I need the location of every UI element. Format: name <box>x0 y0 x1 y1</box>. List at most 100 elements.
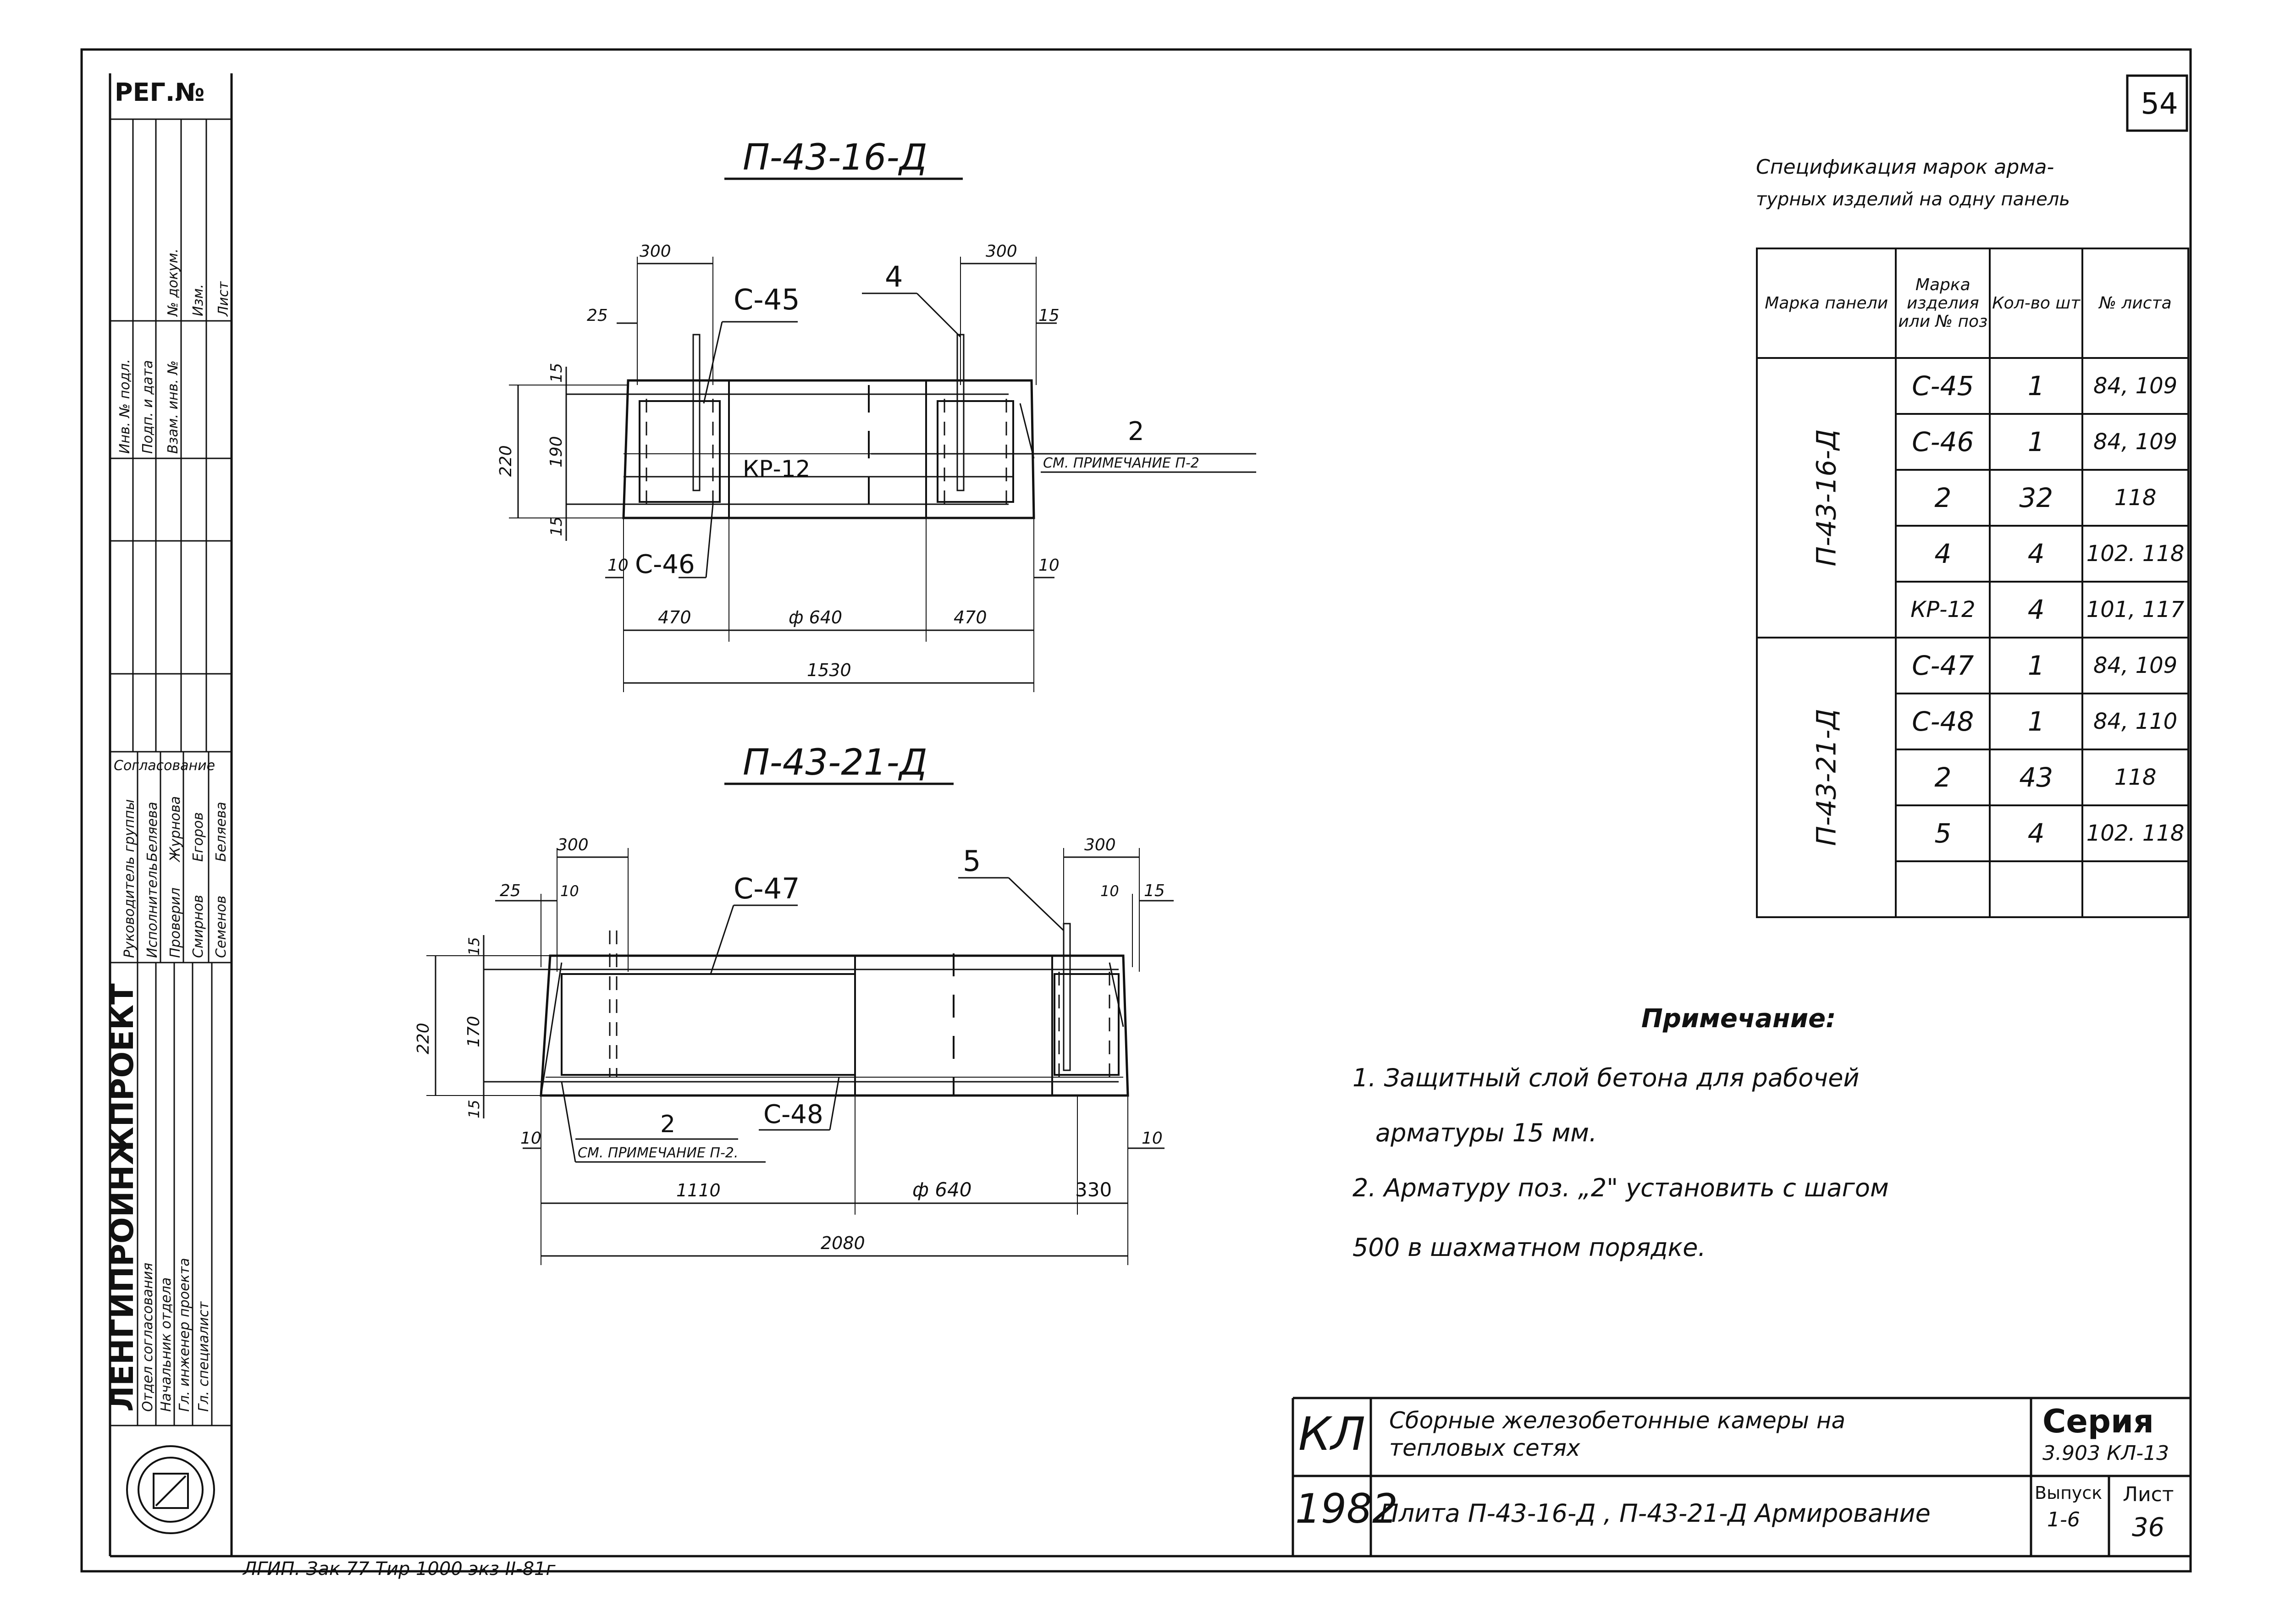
spec-header-panel: Марка панели <box>1755 248 1897 359</box>
spec-cell-sheet: 118 <box>2081 469 2189 527</box>
dim2-10d: 10 <box>1142 1129 1163 1148</box>
spec-title-line1: Спецификация марок арма- <box>1756 155 2054 179</box>
dim2-10c: 10 <box>520 1129 541 1148</box>
strip-row-2: Гл. инженер проекта <box>177 1258 193 1412</box>
drawing-2-text: П-43-21-Д С-47 5 С-48 2 СМ. ПРИМЕЧАНИЕ П… <box>414 742 1165 1253</box>
spec-cell-sheet: 118 <box>2081 749 2189 806</box>
strip-name-3: Беляева <box>213 802 229 862</box>
notes-line-1: 1. Защитный слой бетона для рабочей <box>1352 1063 1860 1092</box>
spec-cell-mark: 4 <box>1895 525 1991 583</box>
spec-row: П-43-16-Д С-45 1 84, 109 <box>1755 357 2189 639</box>
dim2-h170: 170 <box>464 1016 483 1047</box>
dim-h15b: 15 <box>547 517 566 536</box>
spec-cell-qty <box>1989 860 2084 918</box>
notes-line-3: 2. Арматуру поз. „2" установить с шагом <box>1352 1173 1889 1202</box>
spec-row: П-43-21-Д С-47 1 84, 109 <box>1755 637 2189 918</box>
sheet-number: 54 <box>2141 87 2178 121</box>
spec-cell-qty: 1 <box>1989 413 2084 471</box>
dim-300a: 300 <box>640 242 671 261</box>
spec-cell-mark: С-46 <box>1895 413 1991 471</box>
dim2-300a: 300 <box>557 836 589 854</box>
title-block-line2: тепловых сетях <box>1389 1435 1580 1461</box>
spec-cell-qty: 1 <box>1989 637 2084 694</box>
spec-panel-1: П-43-16-Д <box>1755 357 1897 639</box>
label-c48: С-48 <box>763 1100 823 1129</box>
title-block-year: 1982 <box>1295 1485 1398 1532</box>
spec-cell-sheet: 84, 109 <box>2081 637 2189 694</box>
dim2-15: 15 <box>1144 881 1165 900</box>
label-pos5: 5 <box>963 844 981 878</box>
mesh-c47 <box>561 973 856 1076</box>
title-block-code: КЛ <box>1298 1407 1366 1461</box>
spec-cell-sheet: 84, 110 <box>2081 693 2189 750</box>
spec-row: КР-12 4 101, 117 <box>1757 581 2189 639</box>
dim-h190: 190 <box>547 436 566 468</box>
spec-row <box>1757 860 2189 918</box>
spec-cell-mark: С-47 <box>1895 637 1991 694</box>
spec-cell-sheet: 102. 118 <box>2081 804 2189 862</box>
strip-row-1: Начальник отдела <box>158 1277 174 1412</box>
dim2-h15a: 15 <box>465 937 483 956</box>
title-block-lines <box>1292 74 2191 1556</box>
top-col-2: Взам. инв. № <box>165 360 181 454</box>
spec-row: С-48 1 84, 110 <box>1757 693 2189 750</box>
dim2-10a: 10 <box>560 882 579 900</box>
spec-cell-qty: 1 <box>1989 357 2084 415</box>
spec-cell-mark: 2 <box>1895 749 1991 806</box>
mesh-c45 <box>639 400 721 503</box>
series-label: Серия <box>2042 1403 2154 1440</box>
left-strip-text: ЛЕНГИПРОИНЖПРОЕКТ Согласование Отдел сог… <box>105 248 232 1412</box>
spec-row: 2 32 118 <box>1757 469 2189 527</box>
dim2-25: 25 <box>500 881 521 900</box>
top-col-0: Инв. № подл. <box>117 359 133 454</box>
spec-header-qty: Кол-во шт <box>1989 248 2084 359</box>
strip-row-3: Гл. специалист <box>196 1301 212 1412</box>
dim2-total: 2080 <box>821 1233 865 1253</box>
issue-label: Выпуск <box>2035 1483 2103 1503</box>
spec-cell-sheet: 102. 118 <box>2081 525 2189 583</box>
strip-name-1: Семенов <box>213 896 229 958</box>
title-block-line1: Сборные железобетонные камеры на <box>1389 1407 1846 1434</box>
dim-470a: 470 <box>658 607 691 628</box>
reg-stamp: РЕГ.№ <box>115 78 205 107</box>
spec-table: Марка панели Марка изделия или № поз Кол… <box>1755 248 2189 918</box>
dim2-dia: ф 640 <box>912 1178 971 1201</box>
dim-total: 1530 <box>807 660 851 680</box>
spec-cell-qty: 1 <box>1989 693 2084 750</box>
top-col-1: Подп. и дата <box>140 360 156 454</box>
dim2-330: 330 <box>1075 1178 1112 1201</box>
title-block-line3: Плита П-43-16-Д , П-43-21-Д Армирование <box>1380 1499 1931 1528</box>
strip-row-5: Исполнитель <box>144 863 160 958</box>
drawing-1-title: П-43-16-Д <box>743 137 927 178</box>
top-col-5: № докум. <box>165 248 181 317</box>
spec-cell-mark: 2 <box>1895 469 1991 527</box>
mesh-right-2 <box>1054 973 1120 1076</box>
spec-panel-1-label: П-43-16-Д <box>1810 429 1842 567</box>
strip-name-5: Беляева <box>144 802 160 862</box>
strip-name-2: Егоров <box>190 812 206 862</box>
dim-h220: 220 <box>497 445 515 477</box>
outer-frame <box>80 48 2192 1573</box>
sheet-value: 36 <box>2132 1513 2165 1542</box>
top-col-3: Изм. <box>190 284 206 316</box>
label-c45: С-45 <box>734 283 800 316</box>
notes-line-4: 500 в шахматном порядке. <box>1352 1233 1706 1262</box>
print-footer: ЛГИП. Зак 77 Тир 1000 экз II-81г <box>243 1558 556 1580</box>
strip-row-0: Отдел согласования <box>140 1263 156 1412</box>
spec-header-mark: Марка изделия или № поз <box>1895 248 1991 359</box>
strip-name-4: Журнова <box>167 796 183 863</box>
org-emblem <box>126 1445 215 1534</box>
drawing-2 <box>426 782 1174 1265</box>
series-value: 3.903 КЛ-13 <box>2042 1442 2169 1465</box>
spec-cell-mark: КР-12 <box>1895 581 1991 639</box>
spec-cell-qty: 4 <box>1989 581 2084 639</box>
mesh-right <box>937 400 1014 503</box>
spec-cell-sheet: 84, 109 <box>2081 413 2189 471</box>
spec-panel-2: П-43-21-Д <box>1755 637 1897 918</box>
label-note-ref: СМ. ПРИМЕЧАНИЕ П-2 <box>1043 455 1199 471</box>
spec-cell-mark: С-48 <box>1895 693 1991 750</box>
sheet-label: Лист <box>2123 1483 2174 1506</box>
strip-row-6: Проверил <box>167 887 183 958</box>
spec-cell-sheet: 84, 109 <box>2081 357 2189 415</box>
